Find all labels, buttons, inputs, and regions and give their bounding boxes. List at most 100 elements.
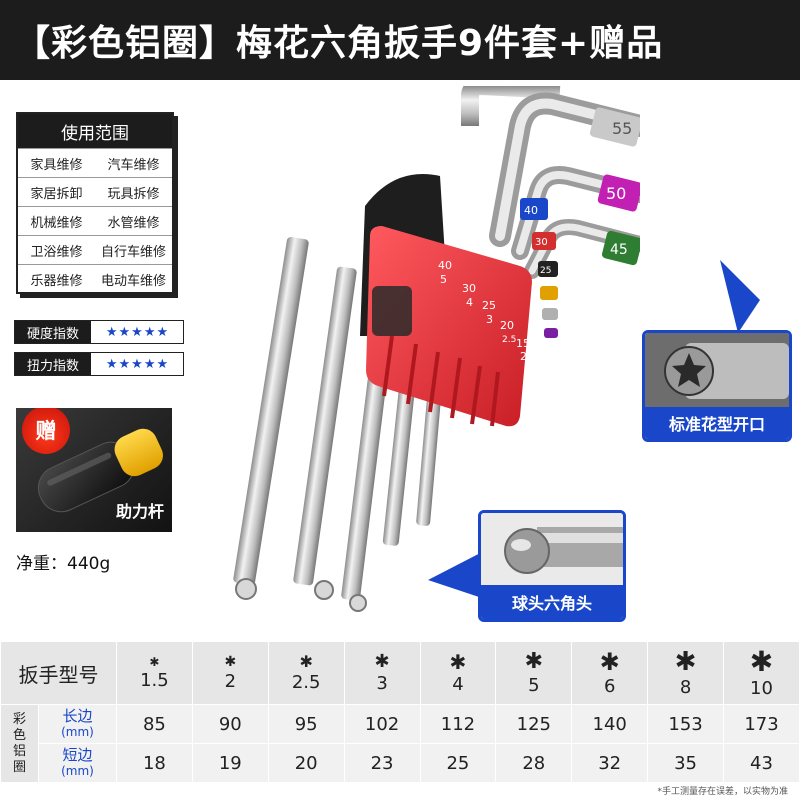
ring-label: 50 (606, 184, 626, 203)
usage-row: 家具维修汽车维修 (18, 148, 172, 177)
callout-pointer (720, 260, 760, 333)
usage-scope-box: 使用范围 家具维修汽车维修 家居拆卸 玩具拆修 机械维修 水管维修 卫浴维修 自行车维… (16, 112, 174, 294)
torx-star-icon: ✱ (599, 647, 620, 676)
size-cell: ✱2.5 (267, 641, 345, 705)
table-row: 彩色铝圈 长边(mm) 85 90 95 102 112 125 140 153… (0, 704, 800, 783)
usage-item: 自行车维修 (100, 244, 166, 260)
size-row-title: 扳手型号 (0, 641, 117, 705)
usage-heading: 使用范围 (18, 114, 172, 148)
usage-row: 乐器维修电动车维修 (18, 264, 172, 293)
long-value: 112 (419, 704, 497, 744)
usage-row: 卫浴维修 自行车维修 (18, 235, 172, 264)
star-rating: ★★★★★ (91, 321, 183, 343)
dim-unit: (mm) (61, 725, 94, 739)
short-value: 32 (571, 743, 649, 783)
short-value: 20 (267, 743, 345, 783)
usage-item: 玩具拆修 (107, 186, 160, 202)
rating-label: 扭力指数 (15, 353, 91, 375)
size-value: 5 (528, 674, 540, 696)
torx-star-icon: ✱ (299, 651, 313, 671)
torque-rating: 扭力指数 ★★★★★ (14, 352, 184, 376)
short-value: 43 (723, 743, 800, 783)
aluminum-rings: 55 50 45 40 30 25 (520, 107, 640, 338)
star-rating: ★★★★★ (91, 353, 183, 375)
short-value: 25 (419, 743, 497, 783)
star-icon: ★ (156, 324, 169, 340)
holder-label: 2.5 (502, 335, 516, 345)
size-value: 3 (376, 672, 388, 694)
holder-label: 30 (462, 282, 476, 295)
ring-label: 55 (612, 119, 632, 138)
callout-pointer (428, 548, 490, 598)
measurement-note: *手工测量存在误差，以实物为准 (657, 787, 788, 797)
holder-label: 10 (532, 358, 544, 368)
star-icon: ★ (143, 356, 156, 372)
size-cell: ✱10 (723, 641, 800, 705)
torx-star-icon: ✱ (524, 648, 544, 674)
long-value: 90 (191, 704, 269, 744)
usage-row: 家居拆卸 玩具拆修 (18, 177, 172, 206)
long-value: 125 (495, 704, 573, 744)
ring-label: 40 (524, 204, 538, 217)
size-value: 4 (452, 673, 464, 695)
ring-label: 30 (535, 237, 548, 248)
long-value: 173 (723, 704, 800, 744)
size-cell: ✱3 (343, 641, 421, 705)
ball-caption: 球头六角头 (481, 585, 623, 619)
rating-label: 硬度指数 (15, 321, 91, 343)
holder-label: 40 (438, 259, 452, 272)
ball-ends (235, 578, 367, 612)
usage-item: 机械维修 (30, 215, 83, 231)
gift-label: 助力杆 (115, 502, 164, 521)
torx-star-icon: ✱ (224, 653, 237, 670)
star-icon: ★ (131, 356, 143, 372)
short-value: 18 (116, 743, 193, 783)
size-value: 8 (679, 676, 692, 698)
ball-hex-tip-icon (481, 513, 623, 591)
holder-label: 15 (516, 337, 530, 350)
extension-handle-icon (37, 428, 163, 513)
short-side-label: 短边(mm) (38, 743, 117, 783)
long-value: 85 (116, 704, 193, 744)
holder-label: 20 (500, 319, 514, 332)
usage-item: 卫浴维修 (30, 244, 83, 260)
long-value: 153 (647, 704, 724, 744)
page-title: 【彩色铝圈】梅花六角扳手9件套+赠品 (0, 0, 800, 80)
usage-item: 水管维修 (107, 215, 160, 231)
ball-callout: 球头六角头 (478, 510, 626, 622)
star-icon: ★ (105, 356, 118, 372)
usage-item: 汽车维修 (107, 157, 160, 173)
star-icon: ★ (118, 324, 131, 340)
usage-item: 乐器维修 (30, 273, 83, 289)
long-value: 140 (571, 704, 649, 744)
torx-caption: 标准花型开口 (645, 407, 789, 439)
table-row: 扳手型号 ✱1.5 ✱2 ✱2.5 ✱3 ✱4 ✱5 ✱6 ✱8 ✱10 (0, 641, 800, 705)
usage-item: 家居拆卸 (30, 186, 83, 202)
gift-image: 赠 助力杆 (16, 408, 172, 532)
torx-callout: 标准花型开口 (642, 330, 792, 442)
holder-label: 3 (486, 313, 493, 326)
long-value: 102 (343, 704, 421, 744)
spec-table: 扳手型号 ✱1.5 ✱2 ✱2.5 ✱3 ✱4 ✱5 ✱6 ✱8 ✱10 彩色铝… (0, 641, 800, 783)
size-cell: ✱8 (647, 641, 724, 705)
size-value: 2 (224, 670, 237, 692)
torx-star-icon: ✱ (749, 644, 774, 678)
short-value: 35 (647, 743, 724, 783)
size-cell: ✱2 (191, 641, 269, 705)
usage-row: 机械维修 水管维修 (18, 206, 172, 235)
holder-size-labels: 40 5 30 4 25 3 20 2.5 15 2 10 1.5 (438, 259, 547, 378)
short-value: 28 (495, 743, 573, 783)
size-cell: ✱1.5 (116, 641, 193, 705)
star-icon: ★ (156, 356, 169, 372)
size-cell: ✱6 (571, 641, 649, 705)
dim-name: 短边 (62, 746, 93, 764)
long-side-label: 长边(mm) (38, 704, 117, 744)
size-value: 2.5 (291, 671, 321, 693)
torx-star-icon: ✱ (674, 646, 697, 677)
torx-tip-icon (645, 333, 789, 413)
size-cell: ✱5 (495, 641, 573, 705)
red-holder (366, 226, 532, 427)
torx-star-icon: ✱ (449, 649, 467, 674)
size-value: 10 (750, 677, 773, 699)
torx-star-icon: ✱ (374, 650, 390, 672)
